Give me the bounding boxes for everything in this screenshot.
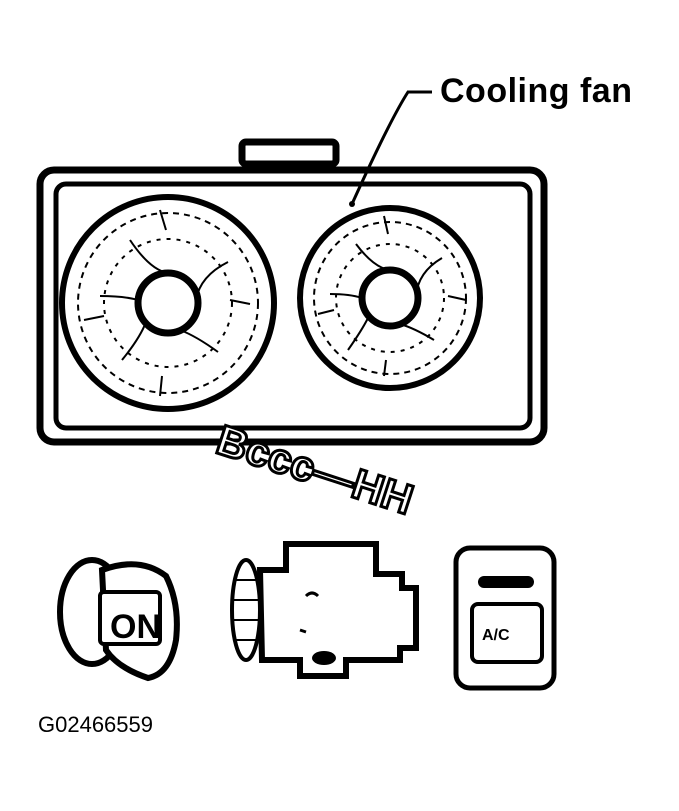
right-fan-icon bbox=[297, 205, 483, 391]
left-fan-icon bbox=[59, 194, 277, 412]
ignition-key-icon: ON bbox=[57, 557, 180, 682]
ac-switch-text: A/C bbox=[482, 627, 510, 644]
cooling-fan-label: Cooling fan bbox=[440, 72, 633, 110]
callout-leader-line bbox=[350, 90, 432, 205]
engine-icon bbox=[230, 541, 419, 679]
ignition-on-text: ON bbox=[110, 608, 161, 646]
figure-id: G02466559 bbox=[38, 712, 153, 737]
ac-switch-icon: A/C bbox=[453, 545, 557, 691]
radiator-fan-assembly-icon bbox=[36, 138, 548, 446]
